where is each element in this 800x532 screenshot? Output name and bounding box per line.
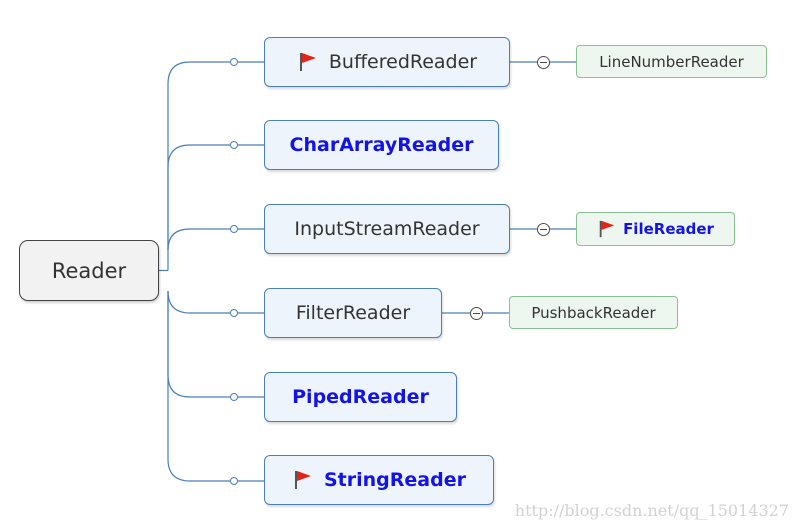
node-line-number-reader[interactable]: LineNumberReader [576,45,767,78]
red-flag-icon [599,220,615,238]
red-flag-icon [295,471,311,489]
node-label: StringReader [324,469,466,491]
node-label: PushbackReader [531,303,656,322]
connector-dot [230,393,238,401]
root-label: Reader [51,258,127,283]
connector-dot [230,58,238,66]
node-buffered-reader[interactable]: BufferedReader [264,37,510,87]
node-label: PipedReader [292,386,429,408]
node-char-array-reader[interactable]: CharArrayReader [264,120,499,170]
collapse-minus-icon[interactable] [470,307,483,320]
connector-dot [230,225,238,233]
node-piped-reader[interactable]: PipedReader [264,372,457,422]
node-label: FilterReader [295,302,411,324]
connector-dot [230,309,238,317]
node-label: CharArrayReader [289,134,474,156]
collapse-minus-icon[interactable] [537,223,550,236]
connector-dot [230,141,238,149]
node-label: FileReader [623,220,714,238]
node-pushback-reader[interactable]: PushbackReader [509,296,678,329]
root-node-reader[interactable]: Reader [19,240,159,301]
watermark: http://blog.csdn.net/qq_15014327 [514,501,789,520]
node-label: InputStreamReader [294,218,480,240]
node-label: LineNumberReader [599,52,744,71]
node-string-reader[interactable]: StringReader [264,455,494,505]
red-flag-icon [299,53,316,71]
node-filter-reader[interactable]: FilterReader [264,288,442,338]
node-file-reader[interactable]: FileReader [576,212,735,246]
connector-dot [230,477,238,485]
collapse-minus-icon[interactable] [537,56,550,69]
node-label: BufferedReader [328,51,478,73]
node-input-stream-reader[interactable]: InputStreamReader [264,204,510,254]
